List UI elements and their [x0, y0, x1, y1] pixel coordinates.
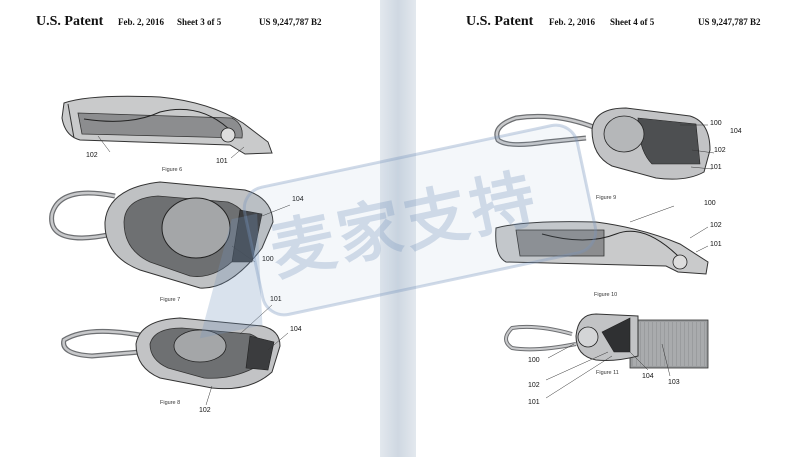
- patent-date: Feb. 2, 2016: [118, 17, 164, 27]
- fig7-ref-100: 100: [262, 256, 274, 263]
- figure-8-caption: Figure 8: [160, 400, 181, 406]
- left-sheet-drawings: [49, 95, 291, 406]
- patent-number: US 9,247,787 B2: [259, 17, 322, 27]
- fig11-ref-104: 104: [642, 373, 654, 380]
- figure-11-drawing: [504, 313, 709, 399]
- fig8-ref-102: 102: [199, 407, 211, 414]
- figure-9-caption: Figure 9: [596, 195, 617, 201]
- page-gutter: [380, 0, 416, 457]
- figure-6-drawing: [61, 95, 273, 159]
- fig9-ref-104: 104: [730, 128, 742, 135]
- fig11-ref-102: 102: [528, 382, 540, 389]
- figure-10-drawing: [495, 205, 709, 275]
- fig7-ref-104: 104: [292, 196, 304, 203]
- patent-number: US 9,247,787 B2: [698, 17, 761, 27]
- figure-6-caption: Figure 6: [162, 167, 183, 173]
- fig9-ref-102: 102: [714, 147, 726, 154]
- fig9-ref-100: 100: [710, 120, 722, 127]
- figure-8-drawing: [61, 304, 289, 406]
- fig11-ref-101: 101: [528, 399, 540, 406]
- fig10-ref-102: 102: [710, 222, 722, 229]
- figure-10-caption: Figure 10: [594, 292, 618, 298]
- fig9-ref-101: 101: [710, 164, 722, 171]
- patent-office-label: U.S. Patent: [466, 14, 534, 29]
- patent-sheet-3: U.S. Patent Feb. 2, 2016 Sheet 3 of 5 US…: [0, 0, 380, 457]
- patent-date: Feb. 2, 2016: [549, 17, 595, 27]
- fig10-ref-101: 101: [710, 241, 722, 248]
- sheet-number: Sheet 3 of 5: [177, 17, 222, 27]
- patent-sheet-4: U.S. Patent Feb. 2, 2016 Sheet 4 of 5 US…: [416, 0, 800, 457]
- fig6-ref-101: 101: [216, 158, 228, 165]
- figure-11-caption: Figure 11: [596, 370, 619, 376]
- figure-7-drawing: [49, 181, 291, 289]
- fig10-ref-100: 100: [704, 200, 716, 207]
- patent-office-label: U.S. Patent: [36, 14, 104, 29]
- sheet-number: Sheet 4 of 5: [610, 17, 655, 27]
- fig8-ref-104: 104: [290, 326, 302, 333]
- figure-7-caption: Figure 7: [160, 297, 181, 303]
- fig8-ref-101: 101: [270, 296, 282, 303]
- fig11-ref-103: 103: [668, 379, 680, 386]
- figure-9-drawing: [494, 107, 715, 180]
- fig11-ref-100: 100: [528, 357, 540, 364]
- fig6-ref-102: 102: [86, 152, 98, 159]
- right-sheet-drawings: [494, 107, 715, 399]
